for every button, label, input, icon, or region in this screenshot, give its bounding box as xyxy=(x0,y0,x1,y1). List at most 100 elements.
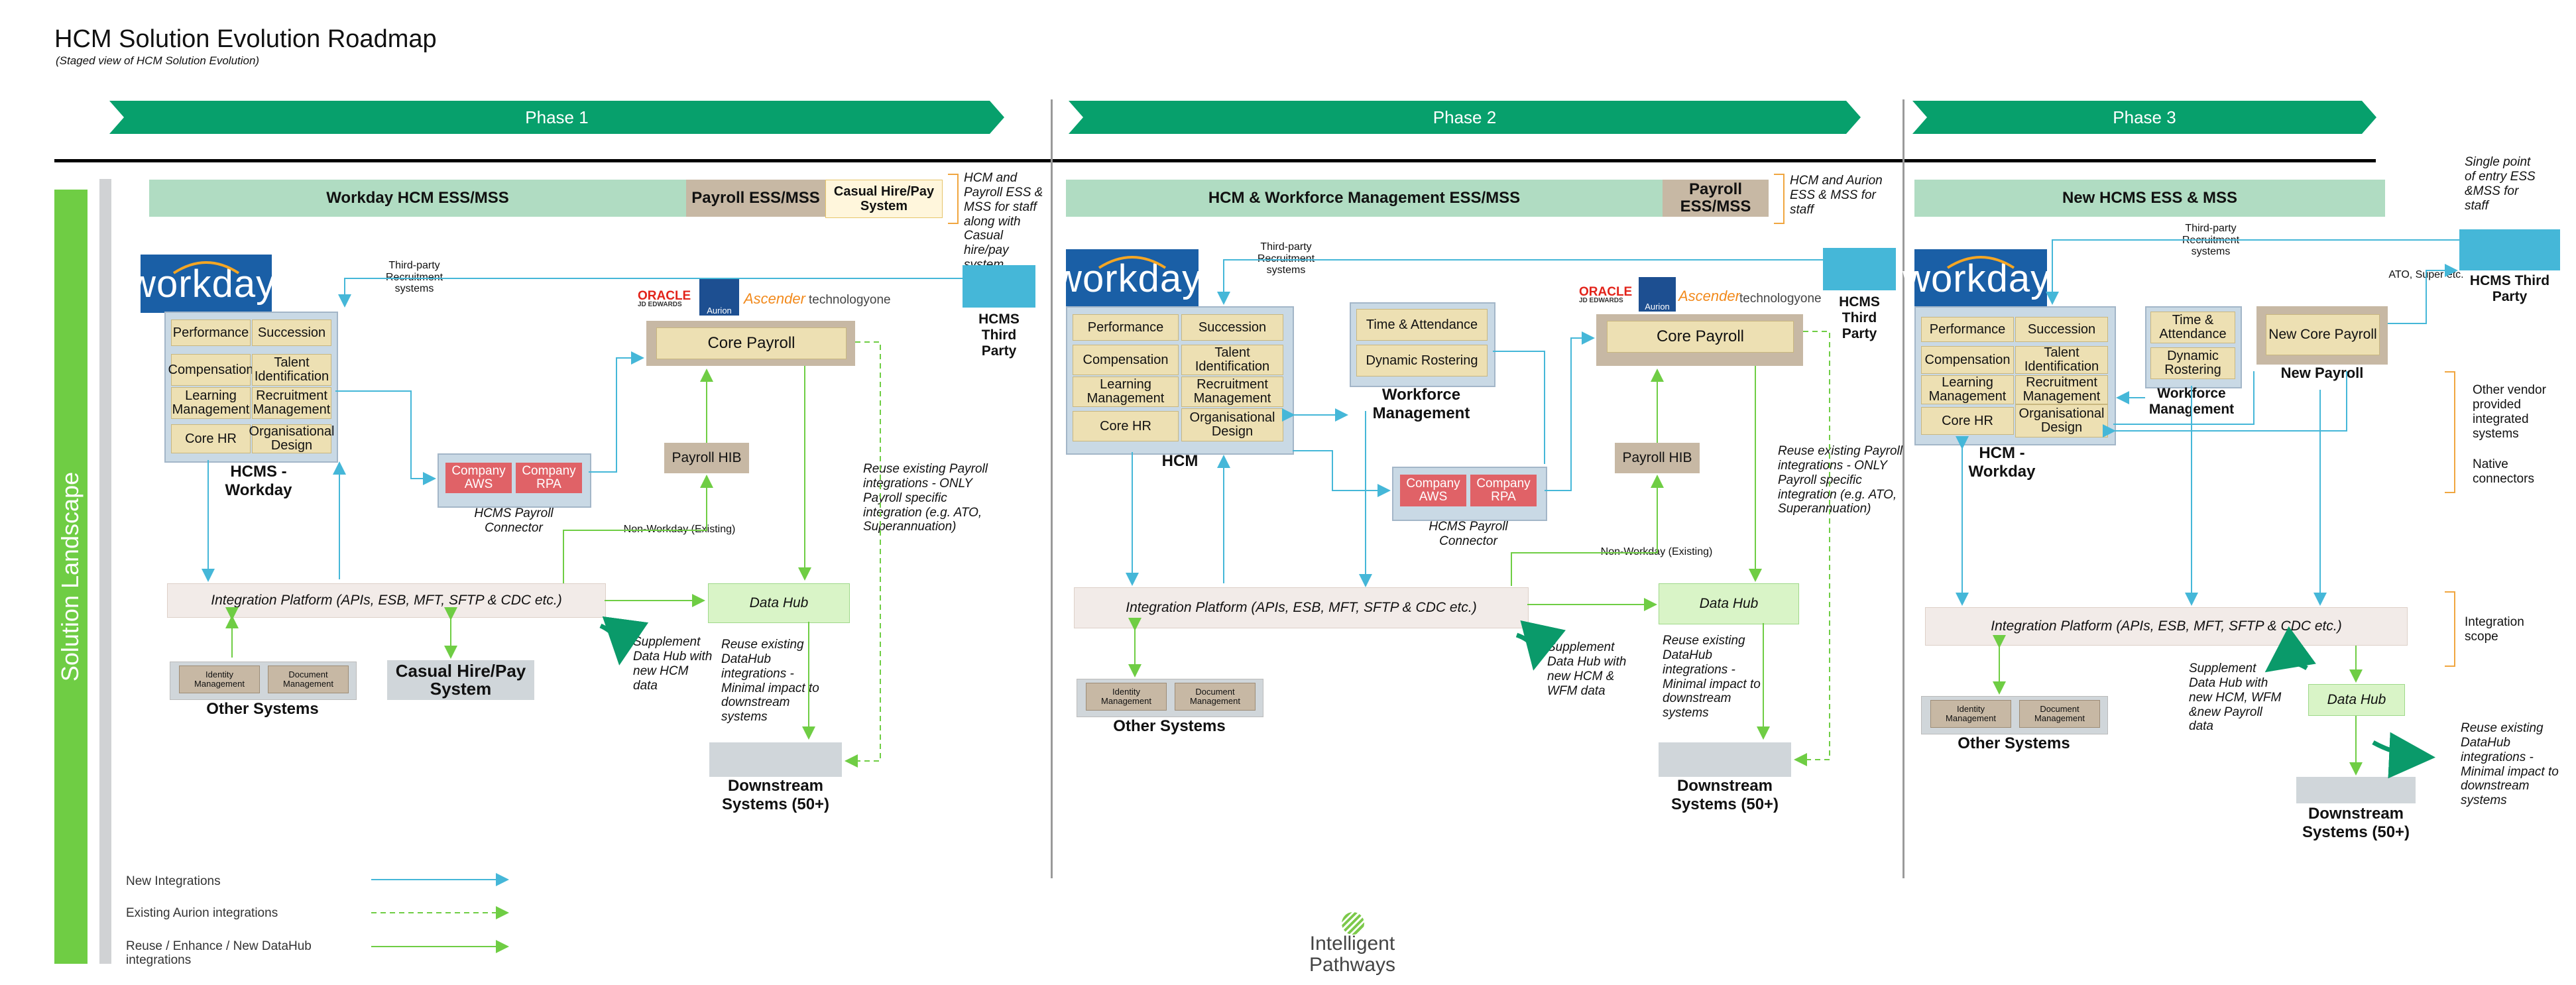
p2-third-party-label: Third-party Recruitment systems xyxy=(1257,241,1315,276)
phase-divider-1 xyxy=(1051,99,1053,878)
p3-ess-bar: New HCMS ESS & MSS xyxy=(1914,180,2385,217)
p1-module-compensation: Compensation xyxy=(168,354,253,386)
phase-3-banner: Phase 3 xyxy=(1912,101,2376,134)
p2-core-payroll: Core Payroll xyxy=(1607,321,1794,353)
p1-casual-bar: Casual Hire/Pay System xyxy=(825,180,943,218)
p3-third-party-system: HCMS Third Party xyxy=(2469,273,2550,305)
p2-payroll-note: Reuse existing Payroll integrations - ON… xyxy=(1778,444,1903,516)
p2-other-systems-label: Other Systems xyxy=(1113,717,1226,735)
p3-module-dynamic-rostering: Dynamic Rostering xyxy=(2150,347,2235,379)
p3-vendor-note: Other vendor provided integrated systems xyxy=(2473,383,2546,441)
p2-downstream-label: Downstream Systems (50+) xyxy=(1670,777,1779,813)
solution-landscape-label: Solution Landscape xyxy=(56,471,84,682)
p2-ess-note: HCM and Aurion ESS & MSS for staff xyxy=(1790,174,1883,217)
p2-line-connector-payroll xyxy=(1545,331,1595,491)
intelligent-pathways-logo: Intelligent Pathways xyxy=(1286,933,1419,975)
landscape-strip xyxy=(99,179,111,964)
p2-workday-logo: workday. xyxy=(1054,249,1210,308)
p2-module-talent: Talent Identification xyxy=(1181,345,1283,375)
p1-non-workday-label: Non-Workday (Existing) xyxy=(623,524,736,535)
p2-ascender-logo: Ascender xyxy=(1678,288,1740,304)
intelligent-pathways-mark xyxy=(1342,912,1364,935)
p1-line-hcm-connector xyxy=(335,390,436,485)
p2-ess-bar: HCM & Workforce Management ESS/MSS xyxy=(1066,180,1663,217)
p2-ess-bracket xyxy=(1774,174,1785,224)
p2-payroll-bar: Payroll ESS/MSS xyxy=(1663,180,1769,217)
p1-supplement-arrow xyxy=(599,616,649,666)
page-title: HCM Solution Evolution Roadmap xyxy=(54,25,437,53)
p3-third-party-label: Third-party Recruitment systems xyxy=(2182,223,2240,258)
p1-document-management: Document Management xyxy=(268,666,349,693)
p3-module-succession: Succession xyxy=(2015,317,2108,342)
legend-reuse-datahub: Reuse / Enhance / New DataHub integratio… xyxy=(126,939,312,967)
p3-supplement-note: Supplement Data Hub with new HCM, WFM &n… xyxy=(2189,662,2282,734)
p2-module-learning: Learning Management xyxy=(1073,377,1179,407)
phase-1-banner: Phase 1 xyxy=(109,101,1004,134)
p3-hcm-label: HCM - Workday xyxy=(1968,444,2036,481)
p2-module-recruitment: Recruitment Management xyxy=(1181,377,1283,407)
p2-downstream-box xyxy=(1659,742,1791,777)
p2-module-compensation: Compensation xyxy=(1073,345,1179,375)
page-subtitle: (Staged view of HCM Solution Evolution) xyxy=(56,54,260,67)
p1-payroll-connector-label: HCMS Payroll Connector xyxy=(474,506,554,535)
p3-document-management: Document Management xyxy=(2019,700,2100,728)
p3-integration-scope: Integration scope xyxy=(2465,615,2524,644)
p2-aurion-logo: Aurion xyxy=(1639,277,1676,312)
p3-native-note: Native connectors xyxy=(2473,457,2534,486)
p1-ess-bracket xyxy=(948,174,959,224)
p1-workday-logo: workday. xyxy=(128,255,284,313)
p1-third-party-system: HCMS Third Party xyxy=(978,312,1020,359)
p3-ess-note: Single point of entry ESS &MSS for staff xyxy=(2465,155,2536,213)
p1-supplement-note: Supplement Data Hub with new HCM data xyxy=(633,635,713,693)
p1-third-party-label: Third-party Recruitment systems xyxy=(385,260,443,295)
p2-line-wfm-connector xyxy=(1493,351,1545,464)
p2-wfm-label: Workforce Management xyxy=(1372,386,1470,422)
p1-ascender-logo: Ascender xyxy=(744,290,805,307)
p3-scope-bracket xyxy=(2445,591,2455,667)
p3-new-core-payroll: New Core Payroll xyxy=(2266,314,2380,355)
p1-payroll-bar: Payroll ESS/MSS xyxy=(686,180,825,217)
p2-technologyone-logo: technologyone xyxy=(1739,292,1822,306)
p1-line-connector-payroll xyxy=(589,351,644,473)
p3-module-learning: Learning Management xyxy=(1921,375,2014,404)
p3-reuse-arrow xyxy=(2372,732,2435,779)
brand-line2: Pathways xyxy=(1309,953,1396,976)
p1-module-talent: Talent Identification xyxy=(252,354,331,386)
p1-ess-note: HCM and Payroll ESS & MSS for staff alon… xyxy=(964,171,1043,272)
p2-payroll-connector-label: HCMS Payroll Connector xyxy=(1429,520,1508,548)
p2-company-aws: Company AWS xyxy=(1400,475,1466,506)
p1-integration-platform: Integration Platform (APIs, ESB, MFT, SF… xyxy=(167,583,606,618)
p2-line-hcm-connector xyxy=(1293,450,1391,497)
p2-line-payroll-downstream xyxy=(1794,331,1830,766)
p1-aurion-logo: Aurion xyxy=(699,278,739,316)
p2-module-corehr: Core HR xyxy=(1073,411,1179,441)
p2-identity-management: Identity Management xyxy=(1086,683,1167,711)
p3-module-recruitment: Recruitment Management xyxy=(2015,375,2108,404)
p1-data-hub: Data Hub xyxy=(708,583,850,623)
p3-module-compensation: Compensation xyxy=(1921,346,2014,374)
p3-module-corehr: Core HR xyxy=(1921,407,2014,435)
brand-line1: Intelligent xyxy=(1309,933,1395,955)
p2-integration-platform: Integration Platform (APIs, ESB, MFT, SF… xyxy=(1074,587,1529,628)
p3-module-performance: Performance xyxy=(1921,317,2014,342)
p3-third-party-box xyxy=(2459,229,2560,270)
p2-module-time-attendance: Time & Attendance xyxy=(1356,309,1488,341)
p2-company-rpa: Company RPA xyxy=(1470,475,1537,506)
p1-hcm-label: HCMS - Workday xyxy=(225,463,292,499)
p1-module-succession: Succession xyxy=(252,319,331,346)
p1-other-systems-label: Other Systems xyxy=(206,700,319,718)
p3-vendor-bracket xyxy=(2445,371,2455,493)
p2-module-dynamic-rostering: Dynamic Rostering xyxy=(1356,345,1488,377)
p3-module-talent: Talent Identification xyxy=(2015,346,2108,374)
p1-core-payroll: Core Payroll xyxy=(656,327,847,359)
p2-hcm-label: HCM xyxy=(1161,452,1199,470)
p2-data-hub: Data Hub xyxy=(1659,583,1799,624)
p1-module-orgdesign: Organisational Design xyxy=(249,424,335,453)
p1-module-performance: Performance xyxy=(171,319,251,346)
p3-identity-management: Identity Management xyxy=(1930,700,2011,728)
header-rule xyxy=(54,159,2376,162)
legend-existing-aurion: Existing Aurion integrations xyxy=(126,906,278,920)
p3-module-time-attendance: Time & Attendance xyxy=(2150,312,2235,343)
